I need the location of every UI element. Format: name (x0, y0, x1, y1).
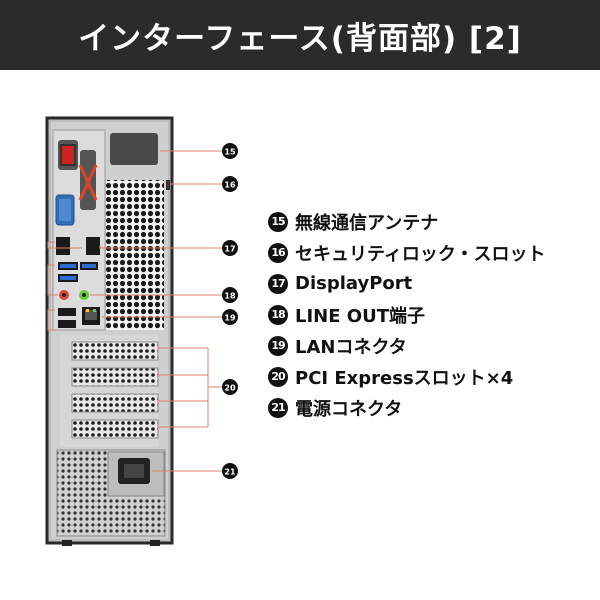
legend-label: LINE OUT端子 (295, 305, 425, 327)
legend-label: 電源コネクタ (295, 398, 403, 420)
legend-label: 無線通信アンテナ (295, 212, 439, 234)
legend-number: 17 (268, 273, 288, 294)
marker-15 (222, 143, 238, 159)
marker-18 (222, 287, 238, 303)
security-lock-slot (166, 180, 170, 190)
legend-item-17: 17 DisplayPort (268, 268, 598, 299)
legend-item-21: 21 電源コネクタ (268, 392, 598, 423)
legend-item-18: 18 LINE OUT端子 (268, 299, 598, 330)
legend-label: DisplayPort (295, 273, 413, 294)
legend-item-20: 20 PCI Expressスロット×4 (268, 361, 598, 392)
legend-number: 18 (268, 304, 288, 325)
legend-label: セキュリティロック・スロット (295, 243, 546, 265)
marker-19-label: 19 (224, 314, 236, 323)
legend-item-16: 16 セキュリティロック・スロット (268, 237, 598, 268)
disabled-port-mark (62, 146, 74, 164)
header-bar: インターフェース(背面部) [2] (0, 0, 600, 70)
marker-21 (222, 463, 238, 479)
marker-17 (222, 240, 238, 256)
marker-21-label: 21 (224, 468, 236, 477)
pci-slot-4 (71, 419, 159, 439)
displayport-1 (56, 237, 70, 255)
legend-number: 20 (268, 366, 288, 387)
callout-markers: 15 16 17 18 19 20 21 (222, 143, 238, 479)
pci-slot-1 (71, 341, 159, 361)
legend-number: 16 (268, 242, 288, 263)
pci-slot-3 (71, 393, 159, 413)
legend-number: 15 (268, 211, 288, 232)
legend-label: PCI Expressスロット×4 (295, 367, 514, 389)
marker-16 (222, 176, 238, 192)
displayport-2 (86, 237, 100, 255)
antenna-module (110, 133, 158, 165)
callout-lines (47, 150, 222, 472)
pci-slot-2 (71, 367, 159, 387)
marker-19 (222, 309, 238, 325)
marker-20 (222, 379, 238, 395)
marker-18-label: 18 (224, 292, 236, 301)
callout-legend: 15 無線通信アンテナ 16 セキュリティロック・スロット 17 Display… (268, 206, 598, 423)
page-title: インターフェース(背面部) [2] (78, 20, 522, 57)
marker-16-label: 16 (224, 181, 236, 190)
legend-item-15: 15 無線通信アンテナ (268, 206, 598, 237)
marker-17-label: 17 (224, 245, 235, 254)
legend-number: 19 (268, 335, 288, 356)
marker-20-label: 20 (224, 384, 236, 393)
legend-item-19: 19 LANコネクタ (268, 330, 598, 361)
legend-number: 21 (268, 397, 288, 418)
top-vent (106, 180, 164, 330)
legend-label: LANコネクタ (295, 336, 407, 358)
marker-15-label: 15 (224, 148, 236, 157)
